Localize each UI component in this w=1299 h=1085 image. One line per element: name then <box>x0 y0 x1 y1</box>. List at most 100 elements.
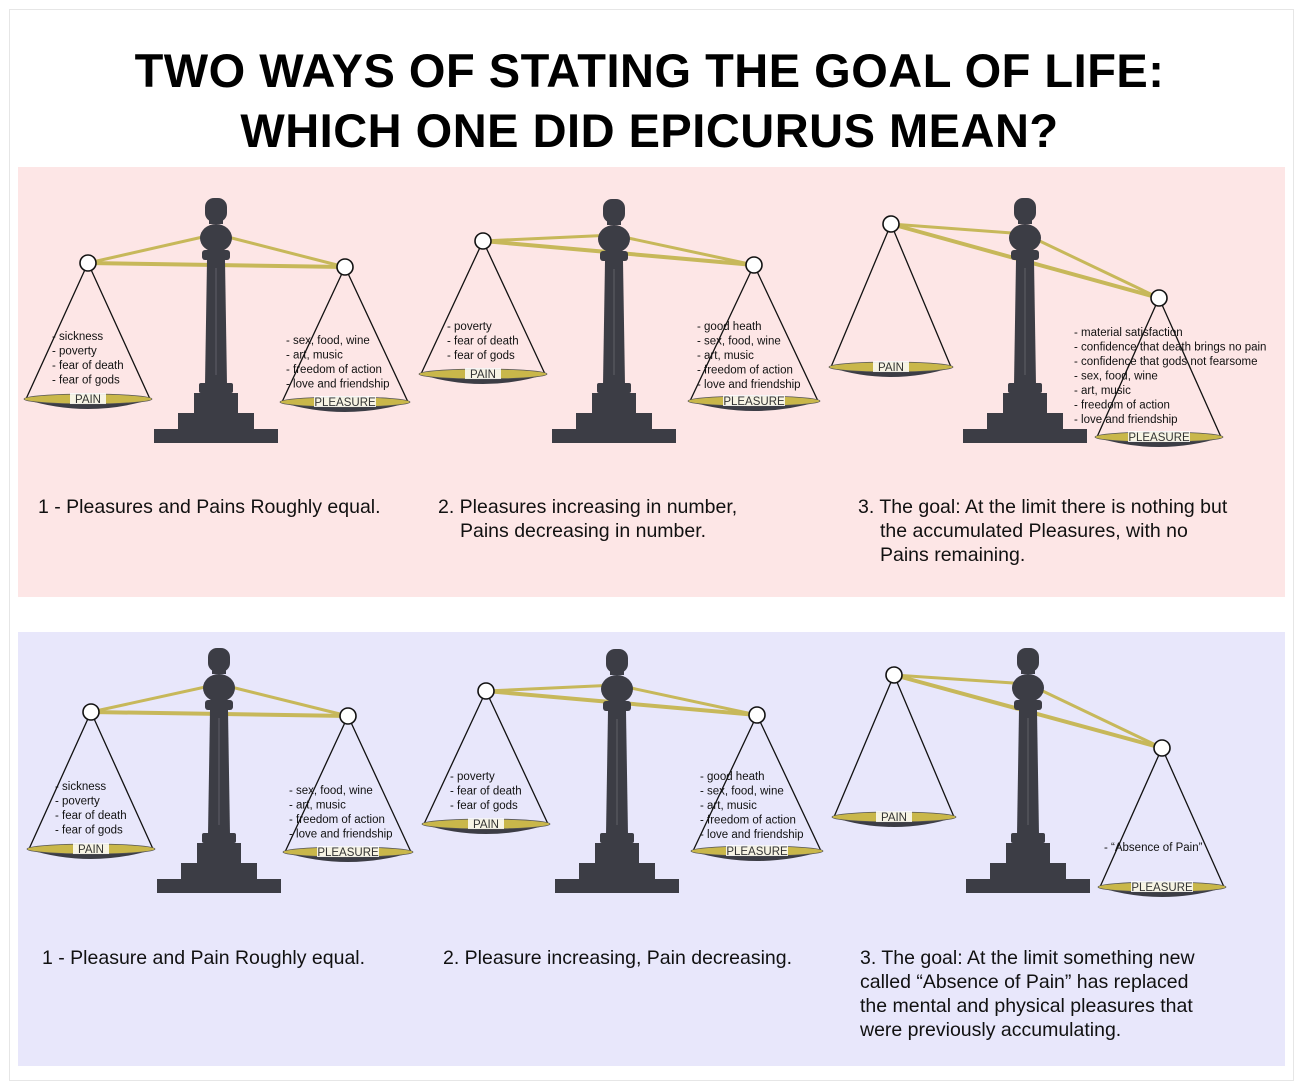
pan-hook-ring <box>748 706 766 724</box>
list-item: - freedom of action <box>700 815 796 827</box>
pivot-knob <box>1012 674 1044 702</box>
list-item: - fear of gods <box>447 350 515 362</box>
pan-label-bg <box>726 845 788 856</box>
list-item: - poverty <box>52 346 97 358</box>
base-lower <box>555 879 679 893</box>
pan-hook-ring <box>745 256 763 274</box>
base-lower <box>157 879 281 893</box>
pan-string <box>689 264 755 402</box>
pan-string <box>756 714 822 852</box>
list-item: - confidence that gods not fearsome <box>1074 356 1257 368</box>
column-ring <box>1008 383 1042 393</box>
list-item: - sex, food, wine <box>289 785 373 797</box>
pain-pan-label: PAIN <box>75 394 101 406</box>
pivot-knob <box>203 674 235 702</box>
base-middle <box>576 413 652 429</box>
pan-hook-ring <box>339 707 357 725</box>
pan-string <box>281 266 346 403</box>
pleasure-pan-label: PLEASURE <box>723 396 785 408</box>
column-ring <box>1011 833 1045 843</box>
list-item: - love and friendship <box>697 379 801 391</box>
page-title-line-2: WHICH ONE DID EPICURUS MEAN? <box>240 104 1059 157</box>
bottom-caption-3-line-1: 3. The goal: At the limit something new <box>860 947 1195 969</box>
pan-string <box>893 674 955 818</box>
page-frame <box>9 9 1294 1081</box>
pain-item-list: - sickness- poverty- fear of death- fear… <box>52 331 124 387</box>
pan-string <box>28 711 92 850</box>
bottom-caption-1: 1 - Pleasure and Pain Roughly equal. <box>42 947 366 969</box>
pleasure-item-list: - sex, food, wine- art, music- freedom o… <box>289 785 393 841</box>
base-lower <box>966 879 1090 893</box>
list-item: - good heath <box>697 321 762 333</box>
top-caption-2-line-1: 2. Pleasures increasing in number, <box>438 496 738 518</box>
base-lower <box>552 429 676 443</box>
pan-label-bg <box>873 361 909 372</box>
list-item: - love and friendship <box>1074 414 1178 426</box>
pan-string <box>423 690 487 825</box>
beam <box>485 683 618 693</box>
pleasure-item-list: - good heath- sex, food, wine- art, musi… <box>700 771 804 841</box>
pan-hook-ring <box>477 682 495 700</box>
pan-label-bg <box>468 818 504 829</box>
pan-hook-ring <box>79 254 97 272</box>
pain-pan-label: PAIN <box>470 369 496 381</box>
pleasure-pan-label: PLEASURE <box>1131 882 1193 894</box>
top-caption-2-line-2: Pains decreasing in number. <box>460 520 707 542</box>
pan-hook-ring <box>882 215 900 233</box>
column-ring <box>202 833 236 843</box>
bottom-caption-2: 2. Pleasure increasing, Pain decreasing. <box>443 947 793 969</box>
pleasure-pan-label: PLEASURE <box>1128 432 1190 444</box>
pan-string <box>830 223 892 368</box>
collar <box>1011 250 1039 260</box>
list-item: - art, music <box>700 800 757 812</box>
pan-string <box>485 690 549 825</box>
list-item: - fear of death <box>447 336 519 348</box>
finial-neck <box>610 669 624 675</box>
list-item: - freedom of action <box>1074 400 1170 412</box>
beam <box>1024 232 1160 300</box>
finial-neck <box>1018 218 1032 224</box>
pan-hook-ring <box>474 232 492 250</box>
top-scale-1: PAIN - sickness- poverty- fear of death- … <box>23 198 411 443</box>
pan-hook-ring <box>1150 289 1168 307</box>
pain-pan-label: PAIN <box>473 819 499 831</box>
column-ring <box>600 833 634 843</box>
base-middle <box>990 863 1066 879</box>
list-item: - fear of gods <box>55 825 123 837</box>
beam <box>87 232 217 265</box>
bottom-caption-3-line-4: were previously accumulating. <box>860 1019 1122 1041</box>
bottom-scale-1: PAIN - sickness- poverty- fear of death- … <box>26 648 414 893</box>
pan-label-bg <box>876 811 912 822</box>
base-middle <box>579 863 655 879</box>
bottom-scale-2: PAIN - poverty- fear of death- fear of go… <box>421 649 824 893</box>
list-item: - freedom of action <box>697 365 793 377</box>
pan-string <box>692 714 758 852</box>
pleasure-item-list: - good heath- sex, food, wine- art, musi… <box>697 321 801 391</box>
column-ring <box>199 383 233 393</box>
pleasure-pan-label: PLEASURE <box>726 846 788 858</box>
list-item: - material satisfaction <box>1074 327 1183 339</box>
pan-string <box>347 715 412 853</box>
list-item: - confidence that death brings no pain <box>1074 342 1266 354</box>
base-upper <box>1003 393 1047 413</box>
top-caption-1: 1 - Pleasures and Pains Roughly equal. <box>38 496 381 518</box>
top-caption-2: 2. Pleasures increasing in number, Pains… <box>438 495 737 543</box>
top-caption-3-line-1: 3. The goal: At the limit there is nothi… <box>858 496 1228 518</box>
pain-pan-label: PAIN <box>881 812 907 824</box>
pain-item-list: - sickness- poverty- fear of death- fear… <box>55 781 127 837</box>
pan-string <box>1096 297 1160 438</box>
pain-item-list: - poverty- fear of death- fear of gods <box>450 771 522 812</box>
list-item: - art, music <box>286 350 343 362</box>
list-item: - poverty <box>55 796 100 808</box>
collar <box>600 251 628 261</box>
finial <box>208 648 230 672</box>
base-lower <box>154 429 278 443</box>
bottom-caption-3-line-3: the mental and physical pleasures that <box>860 995 1193 1017</box>
pivot-knob <box>200 224 232 252</box>
list-item: - sex, food, wine <box>697 336 781 348</box>
beam <box>893 673 1029 686</box>
pain-pan-label: PAIN <box>78 844 104 856</box>
base-upper <box>194 393 238 413</box>
